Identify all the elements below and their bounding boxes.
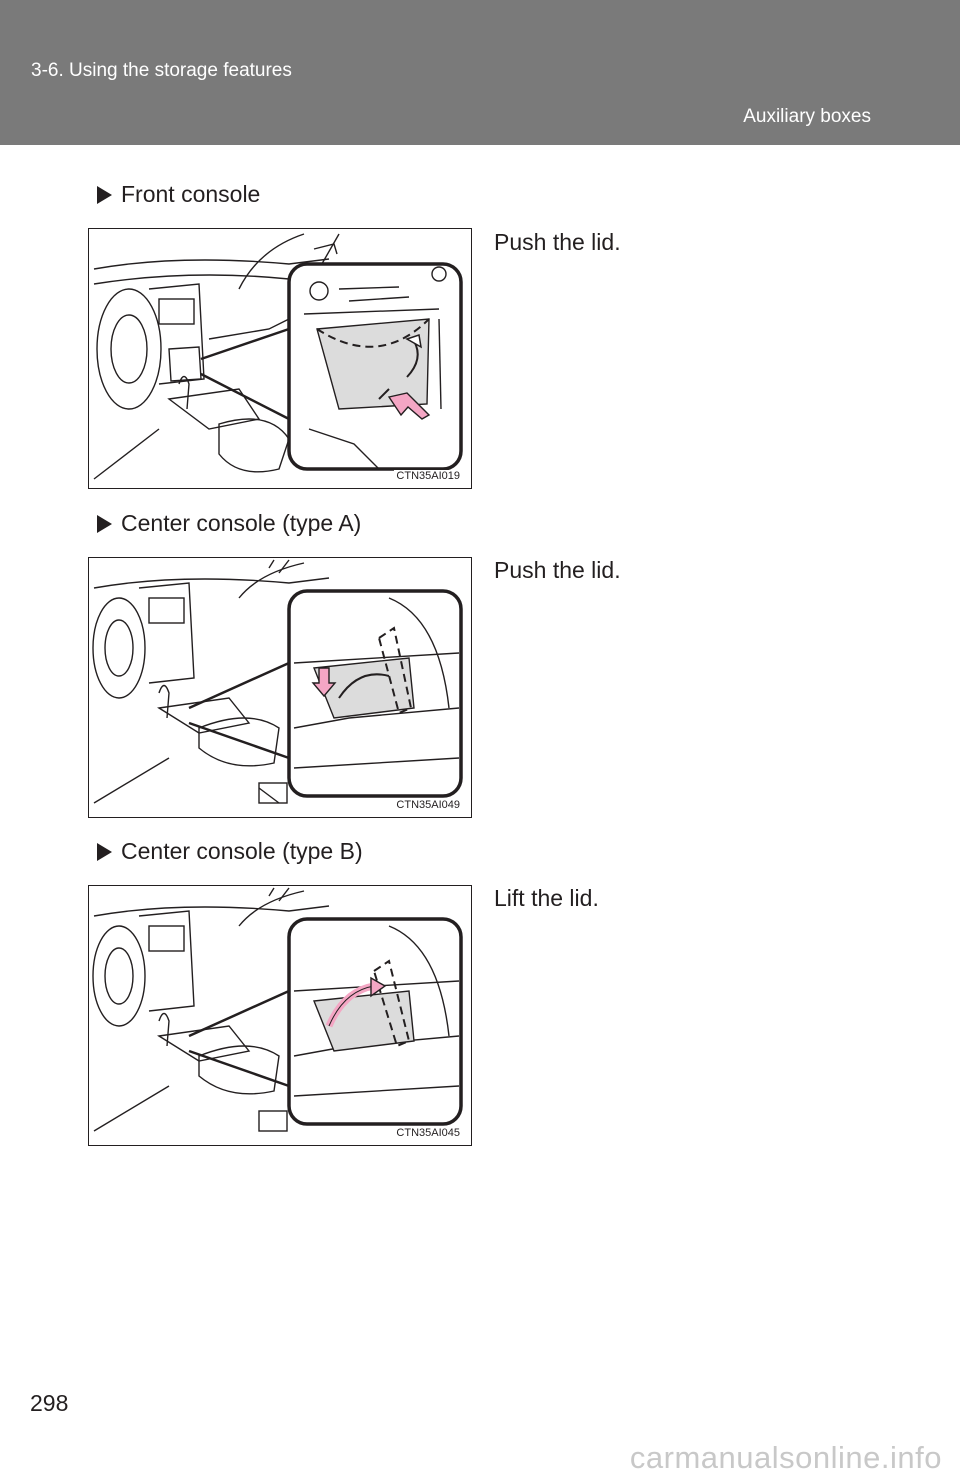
heading-text: Center console (type A) [121,510,362,536]
center-console-a-illustration [92,559,463,804]
figure-center-console-a: CTN35AI049 [88,557,472,818]
figure-code: CTN35AI019 [394,470,462,482]
triangle-marker-icon [97,514,112,533]
figure-front-console: CTN35AI019 [88,228,472,489]
front-console-illustration [93,233,463,480]
topic-title: Auxiliary boxes [743,106,871,127]
instruction-center-console-a: Push the lid. [494,557,621,583]
instruction-front-console: Push the lid. [494,229,621,255]
watermark[interactable]: carmanualsonline.info [629,1440,942,1475]
triangle-marker-icon [97,842,112,861]
triangle-marker-icon [97,185,112,204]
figure-code: CTN35AI045 [394,1127,462,1139]
figure-code: CTN35AI049 [394,799,462,811]
heading-text: Front console [121,181,261,207]
instruction-center-console-b: Lift the lid. [494,885,599,911]
heading-text: Center console (type B) [121,838,363,864]
page-number: 298 [30,1390,69,1416]
heading-front-console: Front console [95,181,260,208]
page-header: 3-6. Using the storage features Auxiliar… [0,0,960,145]
heading-center-console-b: Center console (type B) [95,838,363,865]
section-title: 3-6. Using the storage features [31,60,292,81]
figure-center-console-b: CTN35AI045 [88,885,472,1146]
center-console-b-illustration [92,887,463,1132]
heading-center-console-a: Center console (type A) [95,510,361,537]
